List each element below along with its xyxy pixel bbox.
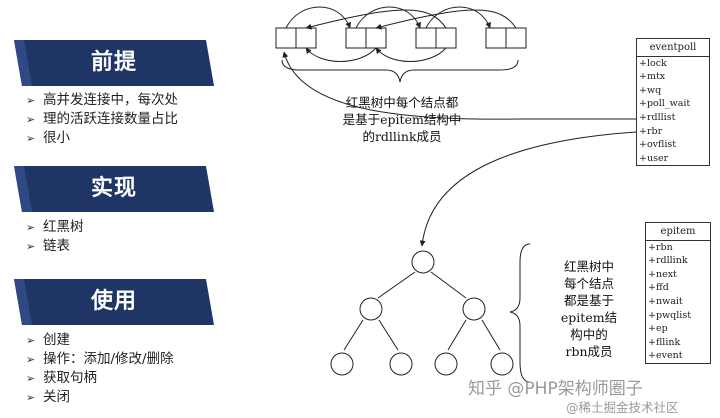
- tree-edge: [377, 271, 416, 299]
- struct-field: +wq: [639, 84, 662, 96]
- tree-edge: [430, 271, 467, 299]
- zhihu-watermark: 知乎 @PHP架构师圈子: [468, 379, 643, 399]
- note-line: 都是基于: [563, 293, 614, 308]
- struct-field: +poll_wait: [639, 98, 691, 110]
- list-item: 红黑树: [26, 218, 84, 237]
- struct-field: +ovflist: [639, 139, 677, 151]
- struct-field: +fllink: [648, 336, 681, 348]
- section-banner-usage: 使用: [14, 279, 214, 325]
- banner-shape: [14, 279, 214, 325]
- list-link-arrow: [285, 6, 352, 29]
- note-line: 是基于epitem结构中: [342, 112, 462, 127]
- banner-shape: [14, 40, 214, 86]
- list-node: [345, 27, 387, 49]
- tree-node: [359, 297, 383, 321]
- note-line: 的rdllink成员: [362, 129, 442, 144]
- list-link-arrow: [375, 9, 517, 30]
- struct-field: +user: [639, 152, 669, 164]
- list-item: 创建: [26, 331, 174, 350]
- tree-edge: [447, 319, 467, 351]
- rdllist-pointer-arrow: [282, 51, 636, 120]
- struct-field: +pwqlist: [648, 309, 692, 321]
- list-item: 获取句柄: [26, 369, 174, 388]
- list-node: [275, 27, 317, 49]
- tree-node: [330, 352, 354, 376]
- struct-field: +next: [648, 268, 677, 280]
- tree-node: [490, 352, 514, 376]
- premise-list: 高并发连接中，每次处 理的活跃连接数量占比 很小: [26, 91, 178, 148]
- usage-list: 创建 操作：添加/修改/删除 获取句柄 关闭: [26, 331, 174, 407]
- section-title: 使用: [90, 289, 137, 314]
- section-title: 实现: [90, 176, 137, 201]
- list-node: [485, 27, 527, 49]
- note-line: 构中的: [570, 327, 608, 342]
- list-item: 链表: [26, 237, 84, 256]
- struct-field: +rbr: [639, 125, 663, 137]
- note-line: rbn成员: [565, 344, 613, 359]
- struct-name: epitem: [646, 223, 710, 241]
- tree-node: [411, 250, 435, 274]
- struct-field: +rdllink: [648, 255, 688, 267]
- struct-field: +ffd: [648, 282, 669, 294]
- tree-edge: [343, 319, 364, 351]
- list-item: 关闭: [26, 388, 174, 407]
- struct-field: +nwait: [648, 295, 683, 307]
- tree-edge: [378, 319, 399, 351]
- epitem-struct: epitem +rbn +rdllink +next +ffd +nwait +…: [645, 222, 711, 364]
- tree-node: [389, 352, 413, 376]
- struct-field: +rbn: [648, 241, 673, 253]
- list-link-arrow: [375, 47, 447, 62]
- tree-node: [462, 297, 486, 321]
- struct-field: +lock: [639, 57, 667, 69]
- list-link-arrow: [305, 9, 447, 30]
- list-item: 操作：添加/修改/删除: [26, 350, 174, 369]
- struct-field: +rdllist: [639, 111, 676, 123]
- note-line: 红黑树中: [563, 259, 614, 274]
- note-line: 每个结点: [563, 276, 614, 291]
- tree-note: 红黑树中 每个结点 都是基于 epitem结 构中的 rbn成员: [548, 258, 630, 360]
- list-node: [415, 27, 457, 49]
- list-brace: [281, 59, 519, 83]
- eventpoll-struct: eventpoll +lock +mtx +wq +poll_wait +rdl…: [636, 38, 710, 167]
- struct-name: eventpoll: [637, 39, 709, 57]
- implementation-list: 红黑树 链表: [26, 218, 84, 256]
- list-item: 高并发连接中，每次处: [26, 91, 178, 110]
- tree-node: [434, 352, 458, 376]
- struct-field: +ep: [648, 323, 668, 335]
- struct-field: +mtx: [639, 71, 666, 83]
- juejin-watermark: @稀土掘金技术社区: [566, 400, 679, 415]
- struct-field: +event: [648, 350, 683, 362]
- list-item: 理的活跃连接数量占比: [26, 110, 178, 129]
- section-banner-implementation: 实现: [14, 166, 214, 212]
- list-link-arrow: [355, 6, 422, 29]
- note-line: epitem结: [560, 310, 618, 325]
- list-note: 红黑树中每个结点都 是基于epitem结构中 的rdllink成员: [322, 94, 482, 145]
- list-item: 很小: [26, 129, 178, 148]
- banner-shape: [14, 166, 214, 212]
- rbr-pointer-arrow: [419, 131, 637, 247]
- section-banner-premise: 前提: [14, 40, 214, 86]
- tree-edge: [481, 319, 501, 351]
- list-link-arrow: [425, 6, 492, 29]
- tree-brace: [509, 243, 531, 383]
- note-line: 红黑树中每个结点都: [345, 95, 459, 110]
- list-link-arrow: [305, 47, 377, 62]
- section-title: 前提: [90, 50, 137, 75]
